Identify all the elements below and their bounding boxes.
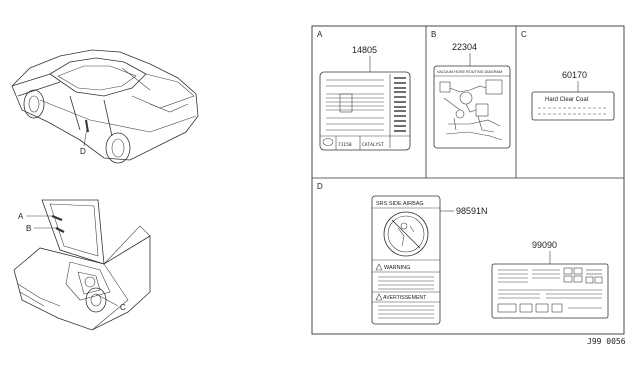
panel-d-letter: D xyxy=(317,182,323,191)
diagram-code: J99 0056 xyxy=(587,337,626,346)
callout-d-label: D xyxy=(80,147,86,156)
airbag-warning-text: WARNING xyxy=(384,265,410,271)
callout-b-label: B xyxy=(26,224,31,233)
spec-label-part-number[interactable]: 99090 xyxy=(532,240,557,250)
panel-a-text-0: 7J150 xyxy=(338,142,352,148)
sedan-side-view-illustration xyxy=(11,49,199,164)
panel-a-letter: A xyxy=(317,30,323,39)
airbag-label-part-number[interactable]: 98591N xyxy=(456,206,488,216)
panel-a-text-1: CATALYST xyxy=(362,142,384,148)
panel-a: A 14805 xyxy=(317,30,411,151)
panel-d: D SRS SIDE AIRBAG WAR xyxy=(317,182,609,325)
airbag-avertissement-text: AVERTISSEMENT xyxy=(383,295,427,301)
panel-b-letter: B xyxy=(431,30,436,39)
panel-c-letter: C xyxy=(521,30,527,39)
airbag-warning-label-illustration xyxy=(371,195,441,325)
panel-b-part-number[interactable]: 22304 xyxy=(452,42,477,52)
airbag-label-title: SRS SIDE AIRBAG xyxy=(376,201,424,207)
panel-c: C 60170 Hard Clear Coat xyxy=(521,30,615,121)
paint-label-illustration xyxy=(531,91,615,121)
panel-b: B 22304 VACUUM HOSE ROUTING DIAGRAM xyxy=(431,30,511,149)
panel-a-part-number[interactable]: 14805 xyxy=(352,45,377,55)
panel-c-label-title: Hard Clear Coat xyxy=(545,97,589,103)
callout-a-label: A xyxy=(18,212,24,221)
engine-bay-view-illustration xyxy=(13,199,151,331)
callout-c-label: C xyxy=(120,303,126,312)
vacuum-hose-label-illustration xyxy=(433,65,511,149)
panel-c-part-number[interactable]: 60170 xyxy=(562,70,587,80)
emission-label-illustration xyxy=(319,71,411,151)
parts-panel-grid xyxy=(311,25,625,335)
panel-b-label-title: VACUUM HOSE ROUTING DIAGRAM xyxy=(437,70,502,74)
